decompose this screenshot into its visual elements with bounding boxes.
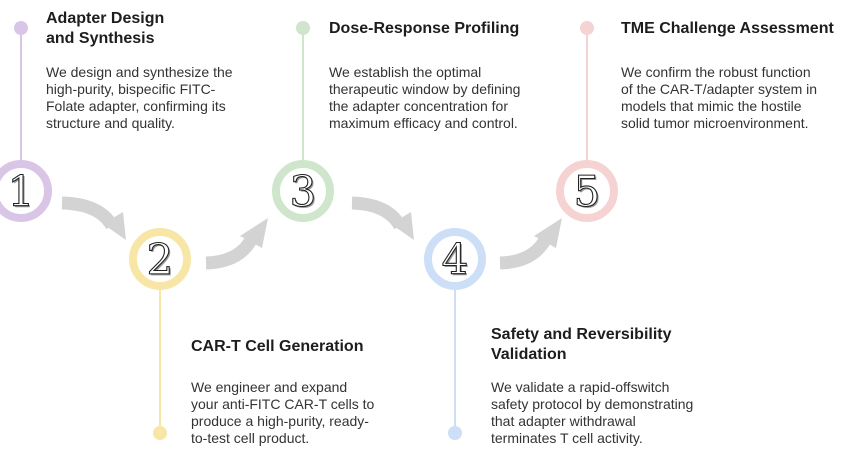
step-3-number: 3: [290, 167, 317, 216]
step-2-number: 2: [147, 235, 174, 284]
step-3-title: Dose-Response Profiling: [329, 20, 520, 37]
step-2-number-shadow: 2: [148, 237, 175, 286]
step-1-circle: 11: [0, 160, 52, 222]
step-2-title: CAR-T Cell Generation: [191, 338, 364, 355]
step-5-dot: [580, 21, 594, 35]
step-3-circle: 33: [272, 160, 334, 222]
arrow-1-to-2: [61, 196, 126, 240]
step-4-title: Safety and Reversibility Validation: [491, 326, 672, 363]
step-5-number: 5: [574, 167, 601, 216]
step-1-description: We design and synthesize the high-purity…: [46, 64, 233, 131]
step-3-number-shadow: 3: [291, 169, 318, 218]
step-2-dot: [153, 426, 167, 440]
step-5-number-shadow: 5: [575, 169, 602, 218]
step-1-number-shadow: 1: [9, 169, 36, 218]
arrow-2-to-3: [205, 218, 268, 270]
step-2-description: We engineer and expand your anti-FITC CA…: [191, 379, 375, 446]
step-4-description: We validate a rapid-offswitch safety pro…: [491, 379, 694, 446]
arrow-4-to-5: [499, 218, 562, 270]
step-4-circle: 44: [424, 228, 486, 290]
step-2-circle: 22: [129, 228, 191, 290]
step-4-number: 4: [442, 235, 469, 284]
step-5-circle: 55: [556, 160, 618, 222]
step-4-dot: [448, 426, 462, 440]
step-5-title: TME Challenge Assessment: [621, 20, 834, 37]
step-4-number-shadow: 4: [443, 237, 470, 286]
step-5-description: We confirm the robust function of the CA…: [621, 64, 818, 131]
step-1-dot: [14, 21, 28, 35]
step-1-number: 1: [8, 167, 35, 216]
arrow-3-to-4: [351, 196, 414, 240]
step-1-title: Adapter Design and Synthesis: [46, 10, 165, 47]
step-3-description: We establish the optimal therapeutic win…: [329, 64, 521, 131]
step-3-dot: [296, 21, 310, 35]
